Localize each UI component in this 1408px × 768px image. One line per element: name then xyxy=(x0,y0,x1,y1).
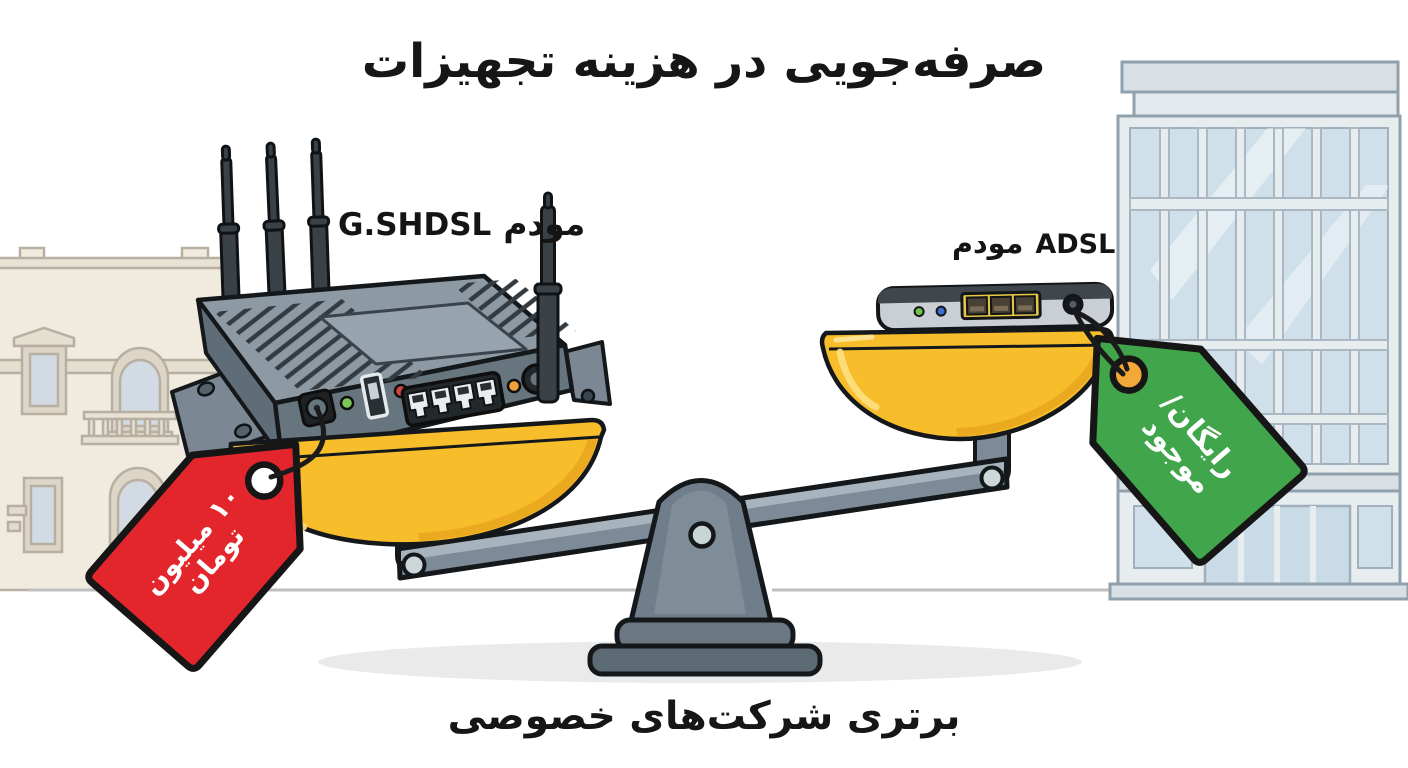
bottom-caption: برتری شرکت‌های خصوصی xyxy=(447,694,961,739)
green-led xyxy=(913,306,925,318)
red-tag-shape xyxy=(85,440,304,672)
balance-scale xyxy=(228,326,1140,677)
orange-led xyxy=(506,378,522,394)
page-title: صرفه‌جویی در هزینه تجهیزات xyxy=(361,34,1047,89)
gshdsl-modem-label: G.SHDSL مودم xyxy=(338,204,585,243)
blue-led xyxy=(935,305,947,317)
ethernet-ports xyxy=(400,370,506,428)
gshdsl-label-fa: مودم xyxy=(503,204,586,243)
right-pan xyxy=(819,326,1115,442)
adsl-label-en: ADSL xyxy=(1035,229,1116,260)
green-tag-shape xyxy=(1089,334,1308,566)
adsl-label-fa: مودم xyxy=(952,226,1024,260)
price-tag-adsl: رایگان/موجود xyxy=(1035,283,1316,573)
gshdsl-label-en: G.SHDSL xyxy=(338,207,492,243)
green-led xyxy=(339,395,355,411)
base-lower xyxy=(587,643,823,677)
gshdsl-modem xyxy=(170,137,612,466)
adsl-modem-label: مودم ADSL xyxy=(952,226,1115,260)
usb-port xyxy=(359,372,390,420)
